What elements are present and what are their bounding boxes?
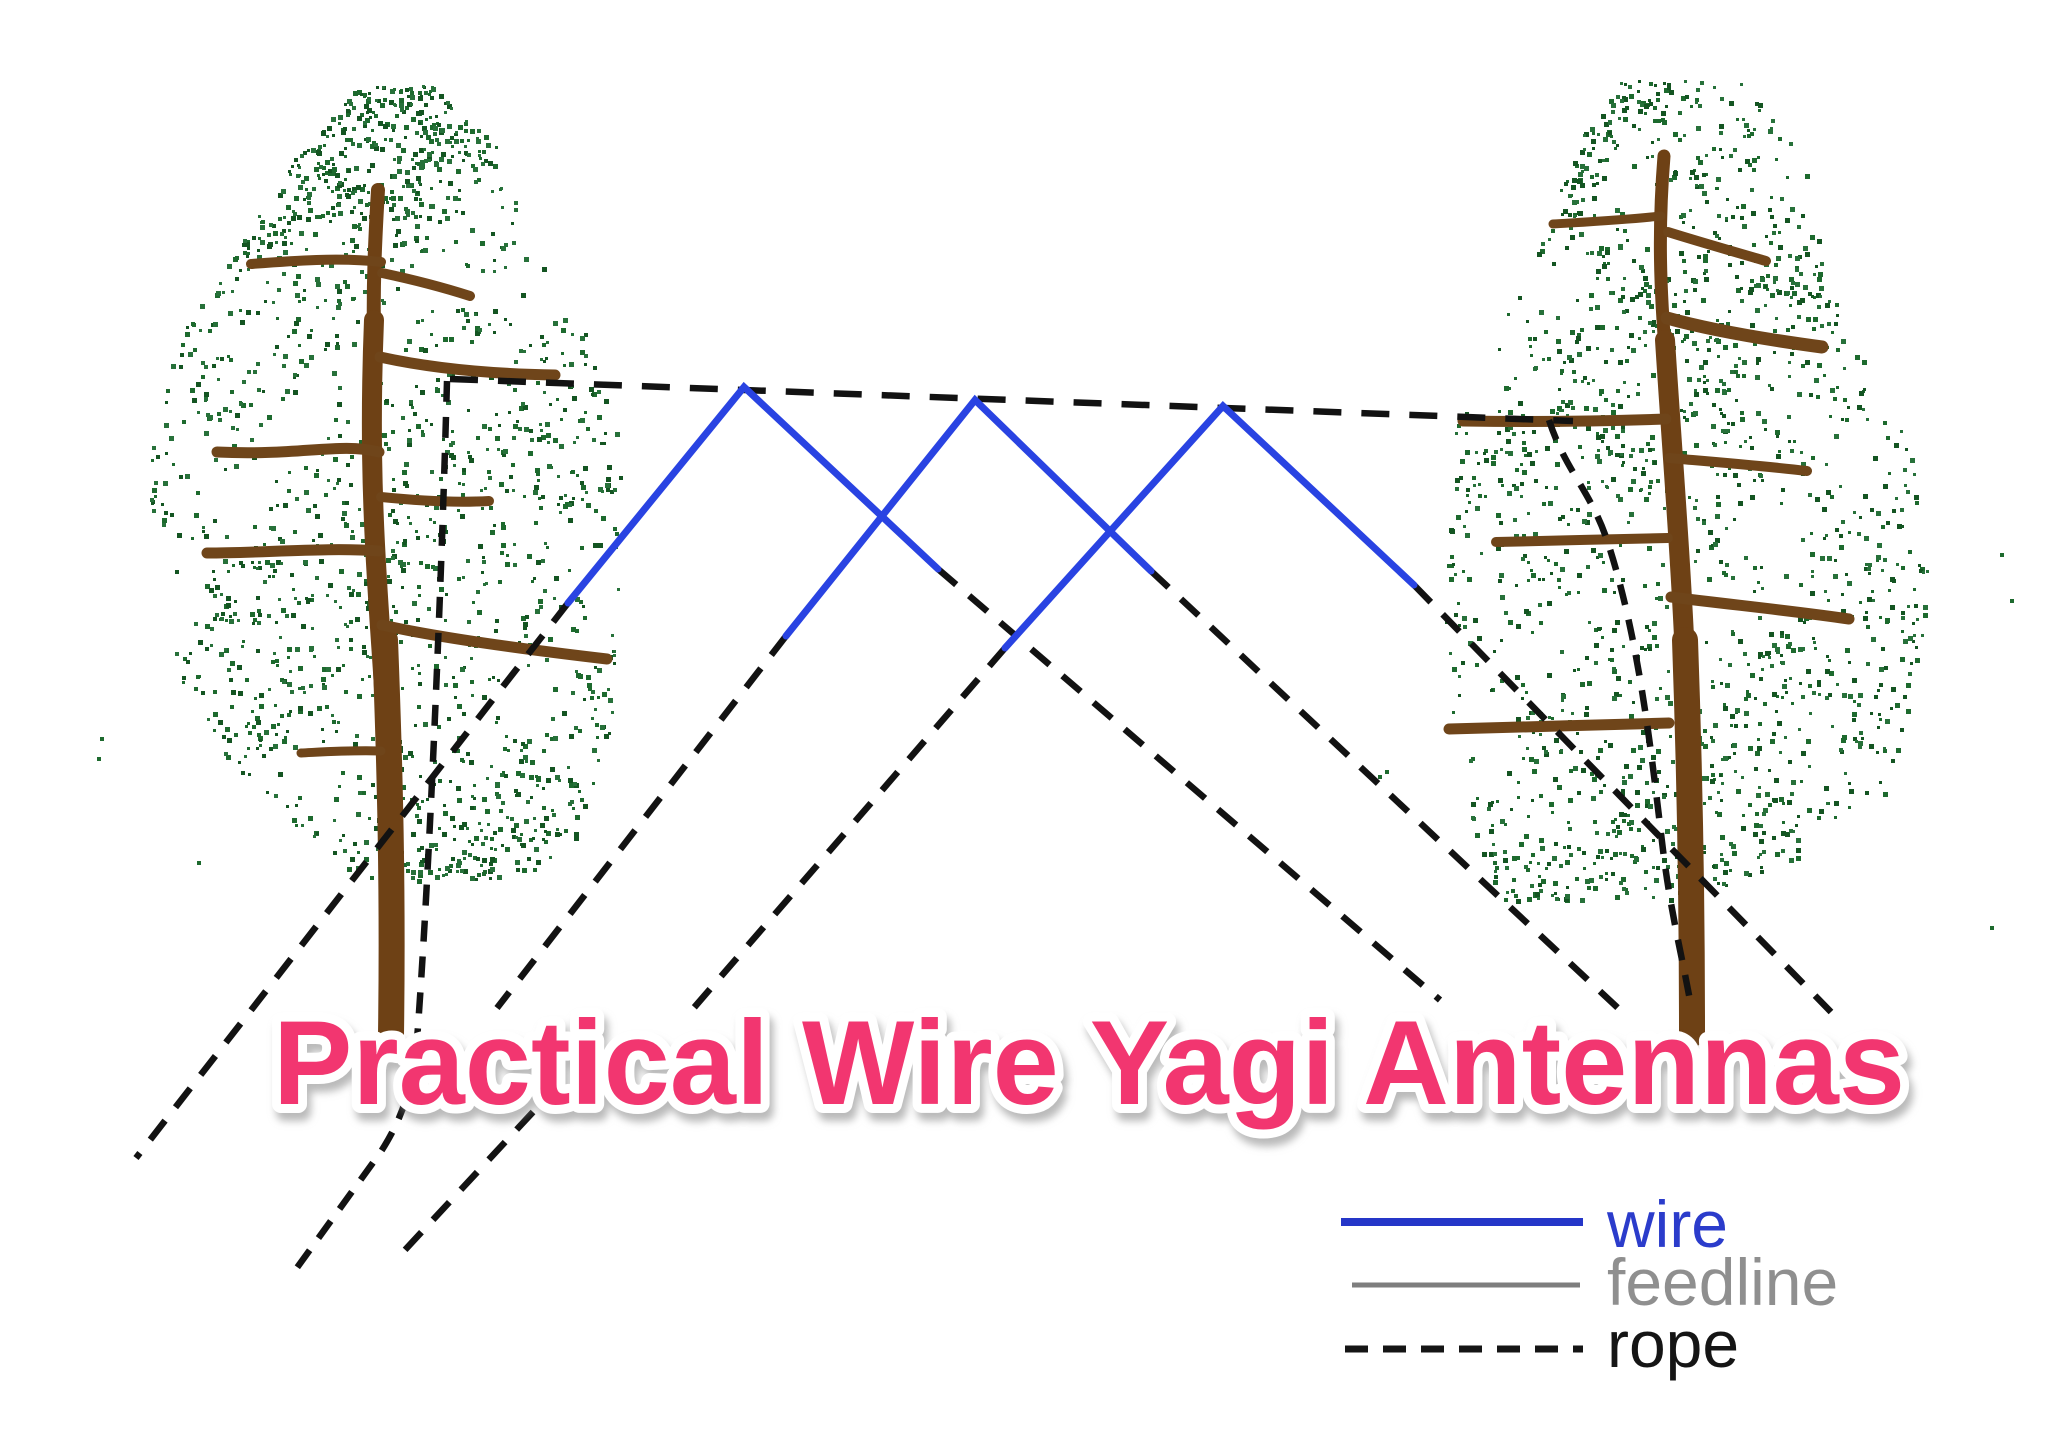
legend: wire feedline rope — [1341, 1187, 1838, 1381]
foliage-left-tree — [150, 85, 620, 881]
wire-element-1 — [564, 381, 942, 607]
left-branch-low-left — [201, 544, 385, 559]
left-branch-upper-left — [246, 254, 386, 269]
rope-v1-left-extension — [133, 601, 571, 1160]
page-title: Practical Wire Yagi Antennas — [273, 996, 1905, 1130]
left-branch-low-right — [376, 619, 613, 665]
rope-halyard-right — [1545, 419, 1695, 1007]
legend-wire-label: wire — [1606, 1187, 1728, 1261]
rope-v2-right-extension — [1148, 568, 1623, 1013]
right-tree-trunk-top — [1653, 149, 1673, 367]
wire-element-3 — [1001, 401, 1418, 652]
right-branch-mid-left — [1491, 533, 1673, 547]
right-branch-top-right — [1663, 227, 1771, 266]
right-branch-mid-right — [1664, 453, 1812, 476]
right-branch-top-left — [1548, 211, 1666, 229]
legend-rope-label: rope — [1607, 1307, 1739, 1381]
rope-v3-right-extension — [1411, 582, 1834, 1015]
foliage-right-tree — [1445, 80, 1923, 904]
left-branch-upper-right — [377, 268, 475, 301]
rope-v3-left-extension — [689, 645, 1008, 1013]
rope-below-text-stub — [401, 1109, 536, 1254]
right-branch-big-right — [1660, 311, 1829, 354]
rope-main-catenary — [449, 375, 1574, 425]
wire-element-2 — [782, 394, 1155, 640]
left-branch-rope-attach — [374, 351, 561, 381]
legend-feedline-label: feedline — [1607, 1245, 1838, 1319]
rope-v2-left-extension — [494, 634, 789, 1010]
right-branch-low-right — [1665, 591, 1855, 625]
rope-v1-right-extension — [935, 566, 1443, 1003]
scene-root — [97, 80, 2014, 1278]
left-branch-bottom-left — [296, 746, 386, 758]
right-branch-low-left — [1443, 717, 1675, 735]
left-branch-mid-right — [376, 492, 494, 507]
left-branch-mid-left — [211, 442, 385, 459]
rope-halyard-left — [288, 380, 451, 1278]
right-tree-trunk-low — [1672, 627, 1705, 1047]
